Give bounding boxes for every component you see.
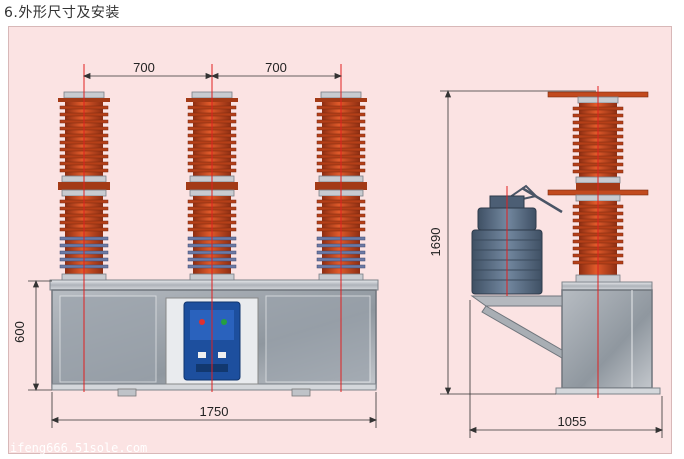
- dim-side-depth: 1055: [558, 414, 587, 429]
- front-centerlines: [83, 64, 342, 392]
- dim-pole-spacing-right: 700: [265, 60, 287, 75]
- watermark-text: ifeng666.51sole.com: [10, 441, 147, 455]
- dim-total-width: 1750: [200, 404, 229, 419]
- dim-pole-spacing-left: 700: [133, 60, 155, 75]
- side-dimension-lines: [440, 89, 664, 438]
- side-bracket: [470, 295, 563, 359]
- dim-cabinet-height: 600: [12, 321, 27, 343]
- front-dimension-lines: [28, 72, 378, 428]
- dim-total-height: 1690: [428, 228, 443, 257]
- section-heading: 6.外形尺寸及安装: [4, 5, 120, 21]
- front-cabinet: [49, 279, 379, 397]
- side-centerlines: [506, 86, 599, 398]
- current-transformer: [471, 184, 563, 295]
- side-cabinet: [555, 281, 661, 395]
